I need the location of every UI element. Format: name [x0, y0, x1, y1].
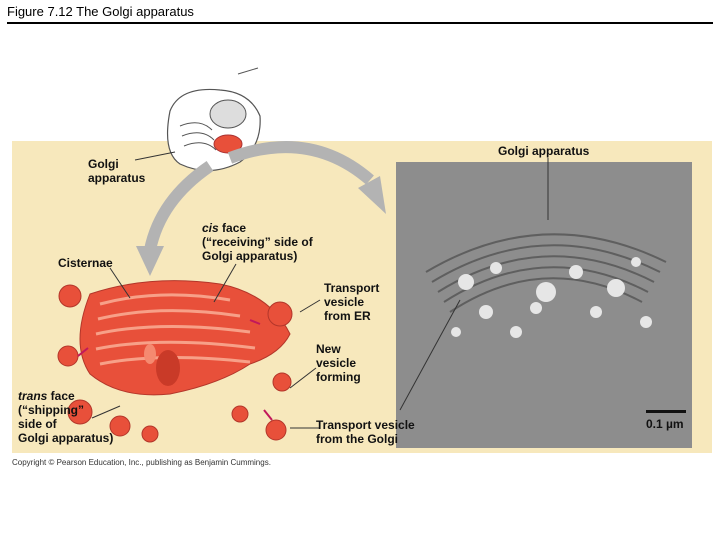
copyright-notice: Copyright © Pearson Education, Inc., pub…	[12, 458, 271, 467]
zoom-arrows	[136, 141, 386, 276]
label-cisternae: Cisternae	[58, 256, 113, 270]
label-scale-bar: 0.1 µm	[646, 417, 684, 431]
title-divider	[7, 22, 713, 24]
scale-bar	[646, 410, 686, 413]
slide-title: Figure 7.12 The Golgi apparatus	[7, 4, 194, 19]
electron-micrograph	[396, 162, 692, 448]
label-golgi-micrograph: Golgi apparatus	[498, 144, 590, 158]
golgi-illustration	[57, 280, 293, 443]
